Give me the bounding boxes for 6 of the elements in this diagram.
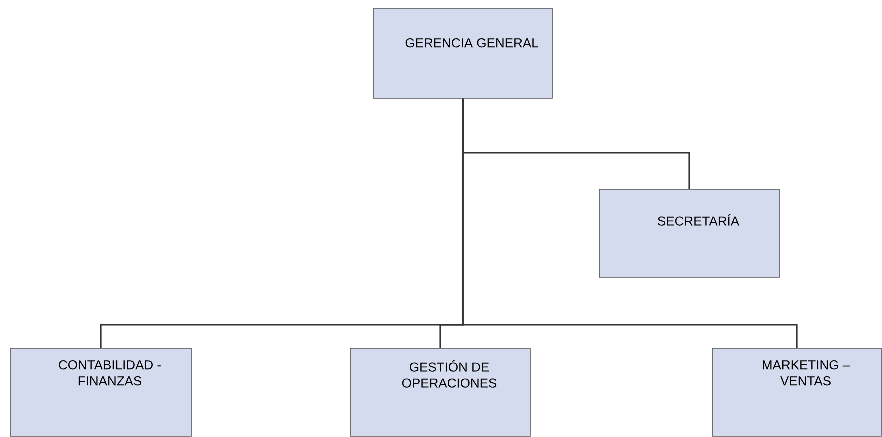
connector-line	[462, 98, 798, 348]
org-box: CONTABILIDAD - FINANZAS	[10, 348, 192, 437]
org-box: GESTIÓN DE OPERACIONES	[350, 348, 531, 437]
org-box: GERENCIA GENERAL	[373, 8, 553, 99]
org-box: SECRETARÍA	[599, 189, 780, 278]
org-box: MARKETING – VENTAS	[712, 348, 882, 437]
